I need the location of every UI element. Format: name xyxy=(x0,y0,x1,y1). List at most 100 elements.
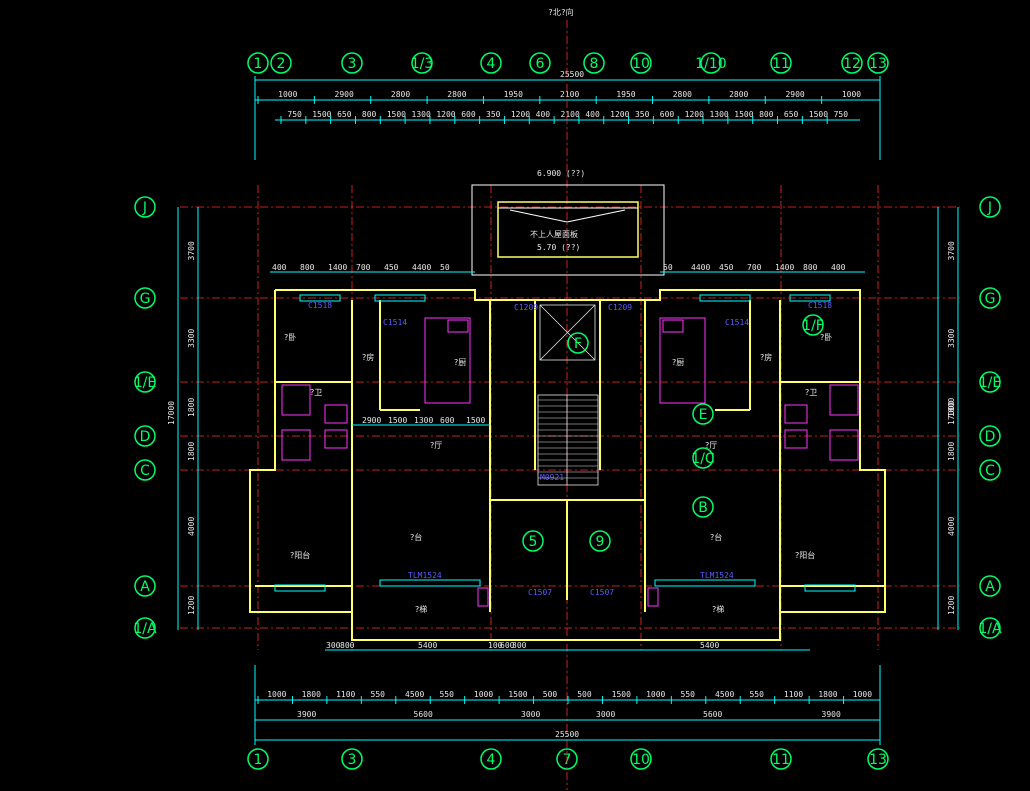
inner-axis-4-circle xyxy=(522,530,544,552)
top-row1-dim: 2900 xyxy=(785,90,804,99)
mid-dim: 700 xyxy=(747,263,762,272)
mid-dim: 1400 xyxy=(775,263,794,272)
mid-dim: 1300 xyxy=(414,416,433,425)
inner-axis-0-circle xyxy=(567,332,589,354)
bottom-row1-dim: 1500 xyxy=(508,690,527,699)
bottom-row2-dim: 3900 xyxy=(297,710,316,719)
room-label: ?厅 xyxy=(430,441,442,450)
inner-axis-6-circle xyxy=(802,314,824,336)
axis-top-4-label: 4 xyxy=(487,56,496,72)
top-row1-dim: 1000 xyxy=(842,90,861,99)
bottom-row1-dim: 500 xyxy=(577,690,592,699)
bottom-row2-dim: 5600 xyxy=(703,710,722,719)
room-label: ?卫 xyxy=(310,388,322,397)
mid-dim: 50 xyxy=(663,263,673,272)
bottom-row1-dim: 1100 xyxy=(784,690,803,699)
window-label: C1507 xyxy=(528,588,552,597)
top-row2-dim: 350 xyxy=(635,110,650,119)
bottom-row1-dim: 4500 xyxy=(715,690,734,699)
axis-left-6-label: 1/A xyxy=(133,621,157,637)
axis-bottom-1-label: 3 xyxy=(348,752,357,768)
axis-top-6-circle xyxy=(583,52,605,74)
top-row2-dim: 800 xyxy=(362,110,377,119)
mid-dim: 4400 xyxy=(691,263,710,272)
axis-left-4-circle xyxy=(134,459,156,481)
lower-dim: 300 xyxy=(326,641,341,650)
bottom-row2-dim: 3900 xyxy=(822,710,841,719)
left-dim: 1200 xyxy=(187,596,196,615)
axis-top-11-label: 13 xyxy=(869,56,887,72)
building-walls xyxy=(249,289,886,641)
mid-dim: 600 xyxy=(440,416,455,425)
top-dimensions xyxy=(254,76,881,160)
axis-right-1-circle xyxy=(979,287,1001,309)
axis-top-7-circle xyxy=(630,52,652,74)
axis-top-0-label: 1 xyxy=(254,56,263,72)
axis-bottom-2-label: 4 xyxy=(487,752,496,768)
axis-left-5-circle xyxy=(134,575,156,597)
axis-right-6-circle xyxy=(979,617,1001,639)
top-row2-dim: 2100 xyxy=(561,110,580,119)
axis-left-3-label: D xyxy=(140,429,151,445)
inner-axis-2-label: 1/C xyxy=(691,451,715,467)
bottom-row1-dim: 1100 xyxy=(336,690,355,699)
top-row1-dim: 2800 xyxy=(729,90,748,99)
axis-right-6-label: 1/A xyxy=(978,621,1002,637)
left-dim: 3700 xyxy=(187,241,196,260)
lower-dim: 300 xyxy=(512,641,527,650)
mid-dim: 800 xyxy=(300,263,315,272)
axis-left-2-label: 1/E xyxy=(134,375,156,391)
inner-axis-6-label: 1/F xyxy=(802,318,824,334)
top-row2-dim: 650 xyxy=(784,110,799,119)
window-label: C1514 xyxy=(725,318,749,327)
window-label: C1209 xyxy=(608,303,632,312)
axis-top-3-label: 1/3 xyxy=(411,56,434,72)
axis-top-10-label: 12 xyxy=(843,56,861,72)
axis-left-6-circle xyxy=(134,617,156,639)
axis-right-2-circle xyxy=(979,371,1001,393)
right-total-dim: 17000 xyxy=(947,401,956,425)
axis-bottom-6-label: 13 xyxy=(869,752,887,768)
room-label: ?厨 xyxy=(454,358,466,367)
room-label: ?阳台 xyxy=(795,550,815,560)
right-dim: 3700 xyxy=(947,241,956,260)
inner-axis-1-circle xyxy=(692,403,714,425)
axis-right-1-label: G xyxy=(985,291,996,307)
axis-right-3-label: D xyxy=(985,429,996,445)
axis-top-6-label: 8 xyxy=(590,56,599,72)
room-label: ?卧 xyxy=(820,333,832,342)
lower-dim: 800 xyxy=(340,641,355,650)
window-label: C1514 xyxy=(383,318,407,327)
room-label: ?厅 xyxy=(705,441,717,450)
axis-right-0-label: J xyxy=(987,200,992,216)
mid-dim: 2900 xyxy=(362,416,381,425)
bottom-row2-dim: 3000 xyxy=(596,710,615,719)
top-row1-dim: 2800 xyxy=(673,90,692,99)
axis-top-5-label: 6 xyxy=(536,56,545,72)
inner-axis-1-label: E xyxy=(699,407,708,423)
mid-dim: 50 xyxy=(440,263,450,272)
top-row1-dim: 1950 xyxy=(616,90,635,99)
bottom-row1-dim: 550 xyxy=(439,690,454,699)
window-label: C1209 xyxy=(514,303,538,312)
left-total-dim: 17000 xyxy=(167,401,176,425)
axis-top-1-circle xyxy=(270,52,292,74)
top-row2-dim: 750 xyxy=(834,110,849,119)
inner-axis-0-label: F xyxy=(574,336,582,352)
axis-bottom-5-circle xyxy=(770,748,792,770)
bottom-row1-dim: 4500 xyxy=(405,690,424,699)
right-dim: 1800 xyxy=(947,398,956,417)
fixtures xyxy=(281,317,859,607)
bottom-row2-dim: 3000 xyxy=(521,710,540,719)
windows xyxy=(274,294,856,592)
orientation-label: ?北?向 xyxy=(548,7,574,17)
top-row2-dim: 1200 xyxy=(610,110,629,119)
top-row2-dim: 750 xyxy=(287,110,302,119)
axis-top-2-label: 3 xyxy=(348,56,357,72)
